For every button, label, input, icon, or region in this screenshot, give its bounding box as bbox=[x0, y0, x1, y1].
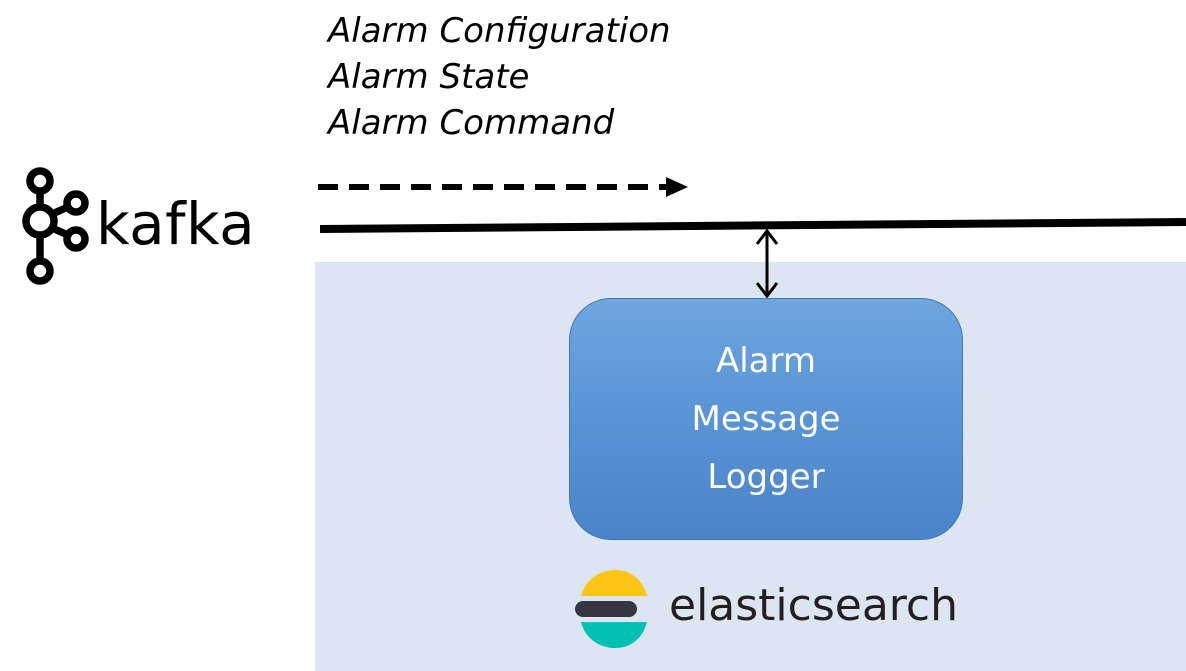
elasticsearch-logo-icon bbox=[575, 570, 647, 648]
dashed-arrow-head bbox=[666, 177, 688, 197]
logger-label-line-2: Message bbox=[691, 399, 841, 439]
bidirectional-arrow bbox=[755, 228, 779, 299]
alarm-message-logger-box[interactable]: Alarm Message Logger bbox=[569, 298, 963, 540]
logger-label-line-3: Logger bbox=[707, 457, 825, 497]
kafka-logo-icon bbox=[22, 167, 89, 285]
topic-label-list: Alarm Configuration Alarm State Alarm Co… bbox=[328, 8, 671, 146]
logger-label-line-1: Alarm bbox=[715, 341, 817, 381]
kafka-wordmark: kafka bbox=[96, 190, 256, 258]
topic-label-configuration: Alarm Configuration bbox=[328, 11, 671, 51]
kafka-bus-line bbox=[319, 218, 1186, 233]
topic-label-command: Alarm Command bbox=[328, 103, 615, 143]
elasticsearch-logo: elasticsearch bbox=[575, 570, 995, 650]
topic-label-state: Alarm State bbox=[328, 57, 530, 97]
elasticsearch-wordmark: elasticsearch bbox=[669, 580, 959, 631]
kafka-logo: kafka bbox=[16, 163, 306, 291]
